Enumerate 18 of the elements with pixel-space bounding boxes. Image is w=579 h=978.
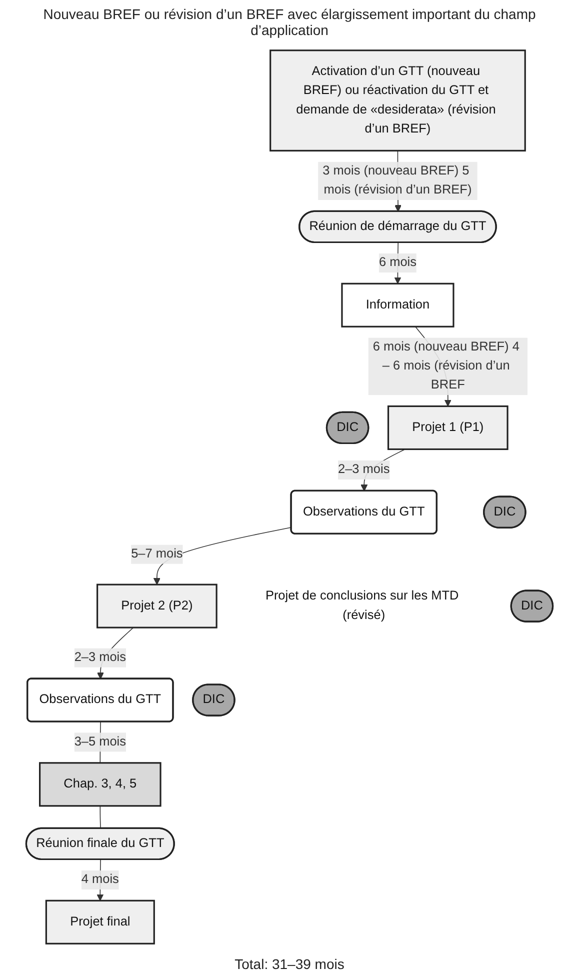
node-box: Projet final: [45, 900, 155, 944]
edge-label: 3 mois (nouveau BREF) 5 mois (révision d’un BREF): [322, 164, 472, 197]
node-label: Projet de conclusions sur les MTD (révisé): [265, 589, 459, 622]
node-box: Information: [341, 282, 454, 328]
node-box: Activation d’un GTT (nouveau BREF) ou réactivation du GTT et demande de «desiderata» (révision d’un BREF): [270, 50, 526, 152]
edge-label: 6 mois: [378, 256, 416, 270]
node-box: Chap. 3, 4, 5: [39, 762, 162, 807]
edge-label: 2–3 mois: [338, 462, 390, 476]
connector: [100, 806, 101, 829]
edge-label: 4 mois: [81, 872, 119, 886]
edge-label: 3–5 mois: [74, 735, 126, 749]
node-box: Projet 1 (P1): [387, 405, 508, 450]
caption: Total: 31–39 mois: [234, 956, 344, 972]
title: Nouveau BREF ou révision d’un BREF avec élargissement important du champ d’application: [42, 6, 537, 38]
node-box: Projet 2 (P2): [96, 584, 218, 628]
edge-label: 6 mois (nouveau BREF) 4 – 6 mois (révision d’un BREF: [372, 340, 520, 392]
edge-label: 2–3 mois: [74, 650, 126, 664]
edge-label: 5–7 mois: [131, 547, 183, 561]
